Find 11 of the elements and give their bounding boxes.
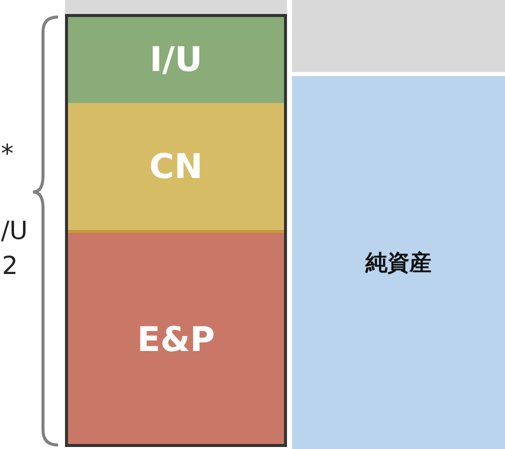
segment-label: 純資産 <box>366 250 432 278</box>
cut-off-label: /U <box>1 218 28 243</box>
segment-label: E&P <box>137 320 215 360</box>
liability-box <box>292 0 505 72</box>
equity-box <box>292 76 505 449</box>
cut-off-label: * <box>1 141 14 166</box>
segment-label: I/U <box>150 40 202 80</box>
cut-off-label: 2 <box>2 253 18 278</box>
segment-label: CN <box>149 146 203 186</box>
segment-band <box>68 103 284 233</box>
segment-band <box>68 17 284 103</box>
